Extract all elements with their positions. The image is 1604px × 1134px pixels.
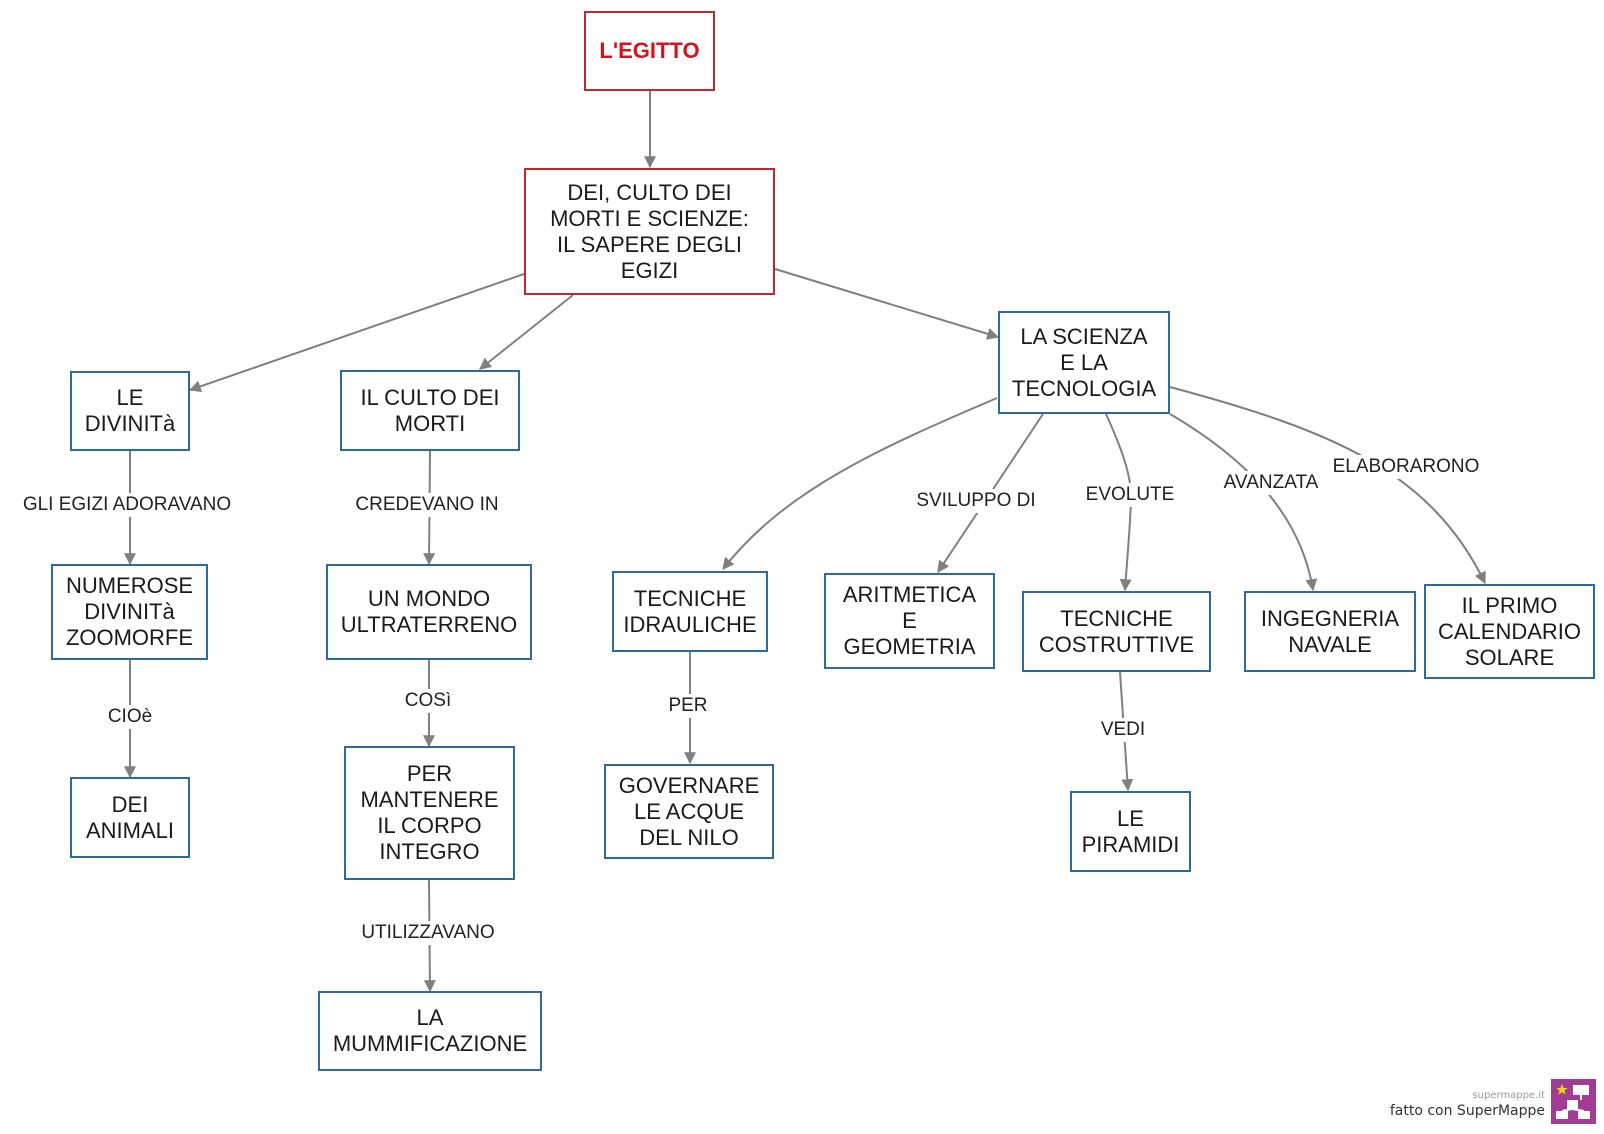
node-piramidi: LE PIRAMIDI — [1070, 791, 1191, 872]
edge-label-vedi: VEDI — [1096, 718, 1150, 742]
node-corpo-integro: PER MANTENERE IL CORPO INTEGRO — [344, 746, 515, 880]
node-acque-del-nilo: GOVERNARE LE ACQUE DEL NILO — [604, 764, 774, 859]
node-tecniche-idrauliche: TECNICHE IDRAULICHE — [612, 571, 768, 652]
node-ingegneria-navale: INGEGNERIA NAVALE — [1244, 591, 1416, 672]
edge-label-avanzata: AVANZATA — [1219, 471, 1323, 495]
node-calendario-solare: IL PRIMO CALENDARIO SOLARE — [1424, 584, 1595, 679]
node-aritmetica-geometria: ARITMETICA E GEOMETRIA — [824, 573, 995, 669]
edge-label-credevano: CREDEVANO IN — [351, 493, 503, 517]
edge-label-cosi: COSì — [400, 689, 456, 713]
node-culto-dei-morti: IL CULTO DEI MORTI — [340, 370, 520, 451]
edge-label-sviluppo: SVILUPPO DI — [912, 489, 1040, 513]
logo-connectors — [1561, 1095, 1585, 1112]
supermappe-logo-icon — [1551, 1079, 1596, 1124]
edge-sapere-to-divinita — [188, 273, 525, 393]
logo-block-top — [1573, 1085, 1589, 1095]
footer-credit-text: fatto con SuperMappe — [1389, 1103, 1545, 1119]
edge-label-per: PER — [664, 694, 712, 718]
edge-sapere-to-culto — [479, 294, 574, 370]
node-mummificazione: LA MUMMIFICAZIONE — [318, 991, 542, 1071]
edge-label-adoravano: GLI EGIZI ADORAVANO — [18, 493, 236, 517]
logo-block-bottom-left — [1556, 1111, 1568, 1119]
logo-star-icon — [1556, 1084, 1568, 1095]
node-divinita: LE DIVINITà — [70, 371, 190, 451]
node-dei-animali: DEI ANIMALI — [70, 777, 190, 858]
edge-label-elaborarono: ELABORARONO — [1328, 455, 1484, 479]
node-tecniche-costruttive: TECNICHE COSTRUTTIVE — [1022, 591, 1211, 672]
logo-block-middle — [1567, 1100, 1578, 1109]
edge-scienza-to-navale — [1169, 413, 1318, 592]
node-divinita-zoomorfe: NUMEROSE DIVINITà ZOOMORFE — [51, 564, 208, 660]
logo-block-bottom-right — [1578, 1111, 1590, 1119]
footer-site: supermappe.it — [1472, 1090, 1545, 1101]
node-scienza-tecnologia: LA SCIENZA E LA TECNOLOGIA — [998, 311, 1170, 414]
edge-scienza-to-calendario — [1169, 386, 1486, 585]
edge-label-cioe: CIOè — [103, 705, 157, 729]
node-sapere-egizi: DEI, CULTO DEI MORTI E SCIENZE: IL SAPER… — [524, 168, 775, 295]
edge-label-evolute: EVOLUTE — [1081, 483, 1179, 507]
footer-credit: supermappe.it fatto con SuperMappe — [1390, 1090, 1545, 1120]
edge-scienza-to-idrauliche — [722, 397, 998, 570]
edge-sapere-to-scienza — [774, 268, 1000, 340]
edge-label-utilizzavano: UTILIZZAVANO — [357, 921, 499, 945]
node-mondo-ultraterreno: UN MONDO ULTRATERRENO — [326, 564, 532, 660]
node-egitto: L'EGITTO — [584, 11, 715, 91]
